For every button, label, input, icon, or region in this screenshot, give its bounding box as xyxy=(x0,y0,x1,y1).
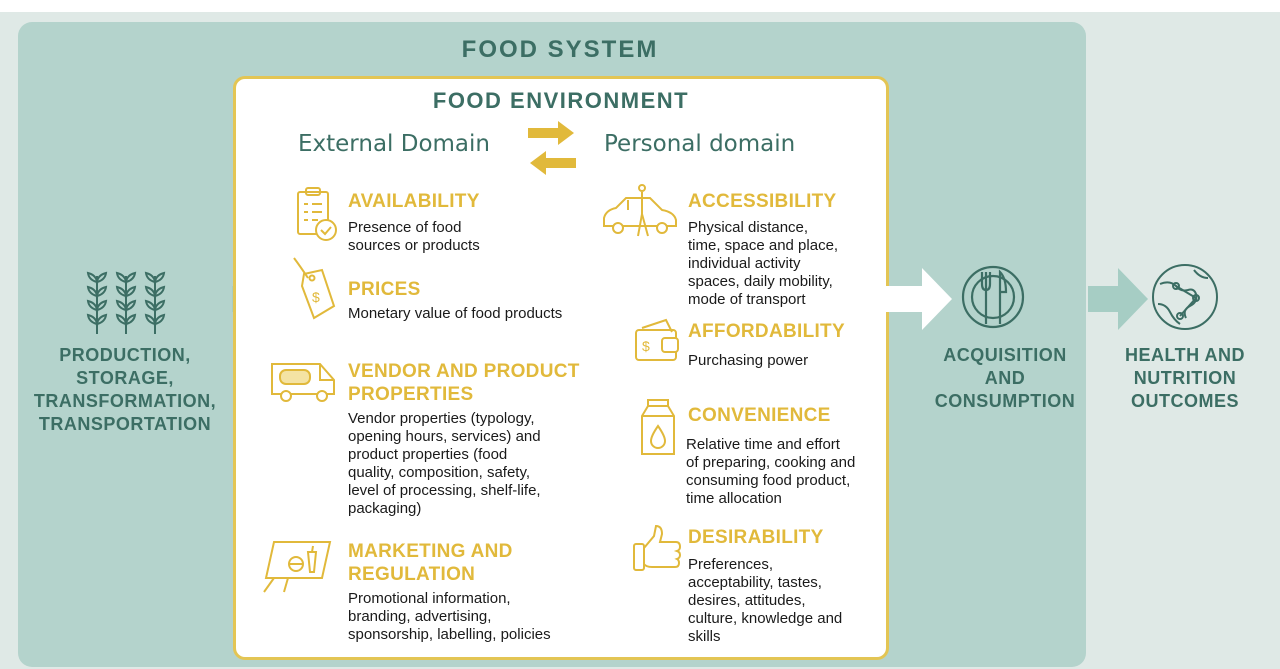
vendor-product-properties-title: VENDOR AND PRODUCT PROPERTIES xyxy=(348,361,580,405)
convenience-title: CONVENIENCE xyxy=(688,405,831,426)
globe-icon xyxy=(1150,262,1220,332)
marketing-regulation-title: MARKETING AND REGULATION xyxy=(348,541,513,585)
food-environment-title: FOOD ENVIRONMENT xyxy=(432,88,690,113)
prices-description: Monetary value of food products xyxy=(348,305,563,322)
food-truck-icon xyxy=(268,354,338,404)
convenience-description: Relative time and effort of preparing, c… xyxy=(686,436,856,507)
svg-text:$: $ xyxy=(642,338,650,354)
acquisition-consumption-label: ACQUISITION AND CONSUMPTION xyxy=(934,345,1076,411)
arrow-acquisition-to-outcomes xyxy=(1088,268,1148,330)
desirability-description: Preferences, acceptability, tastes, desi… xyxy=(688,556,843,645)
swap-arrows-icon xyxy=(524,120,580,176)
marketing-regulation-description: Promotional information, branding, adver… xyxy=(348,590,551,643)
svg-text:$: $ xyxy=(312,289,320,305)
availability-title: AVAILABILITY xyxy=(348,191,480,212)
thumbs-up-icon xyxy=(632,524,682,574)
price-tag-icon: $ xyxy=(288,256,338,324)
affordability-description: Purchasing power xyxy=(688,352,809,369)
car-person-icon xyxy=(600,184,680,240)
health-nutrition-outcomes-label: HEALTH AND NUTRITION OUTCOMES xyxy=(1125,345,1245,411)
production-label: PRODUCTION, STORAGE, TRANSFORMATION, TRA… xyxy=(33,345,217,434)
external-domain-label: External Domain xyxy=(298,131,490,157)
personal-domain-label: Personal domain xyxy=(604,131,796,157)
affordability-title: AFFORDABILITY xyxy=(688,321,845,342)
accessibility-description: Physical distance, time, space and place… xyxy=(688,219,839,308)
plate-cutlery-icon xyxy=(960,264,1026,330)
billboard-icon xyxy=(260,538,336,594)
availability-description: Presence of food sources or products xyxy=(348,219,480,254)
food-environment-box xyxy=(233,76,889,660)
wallet-icon: $ xyxy=(632,318,682,364)
arrow-environment-to-acquisition xyxy=(886,268,952,330)
desirability-title: DESIRABILITY xyxy=(688,527,824,548)
prices-title: PRICES xyxy=(348,279,421,300)
food-system-title: FOOD SYSTEM xyxy=(461,36,659,63)
accessibility-title: ACCESSIBILITY xyxy=(688,191,837,212)
checklist-icon xyxy=(294,186,340,244)
wheat-icon xyxy=(82,268,172,336)
vendor-product-properties-description: Vendor properties (typology, opening hou… xyxy=(348,410,541,517)
milk-carton-icon xyxy=(638,398,678,456)
